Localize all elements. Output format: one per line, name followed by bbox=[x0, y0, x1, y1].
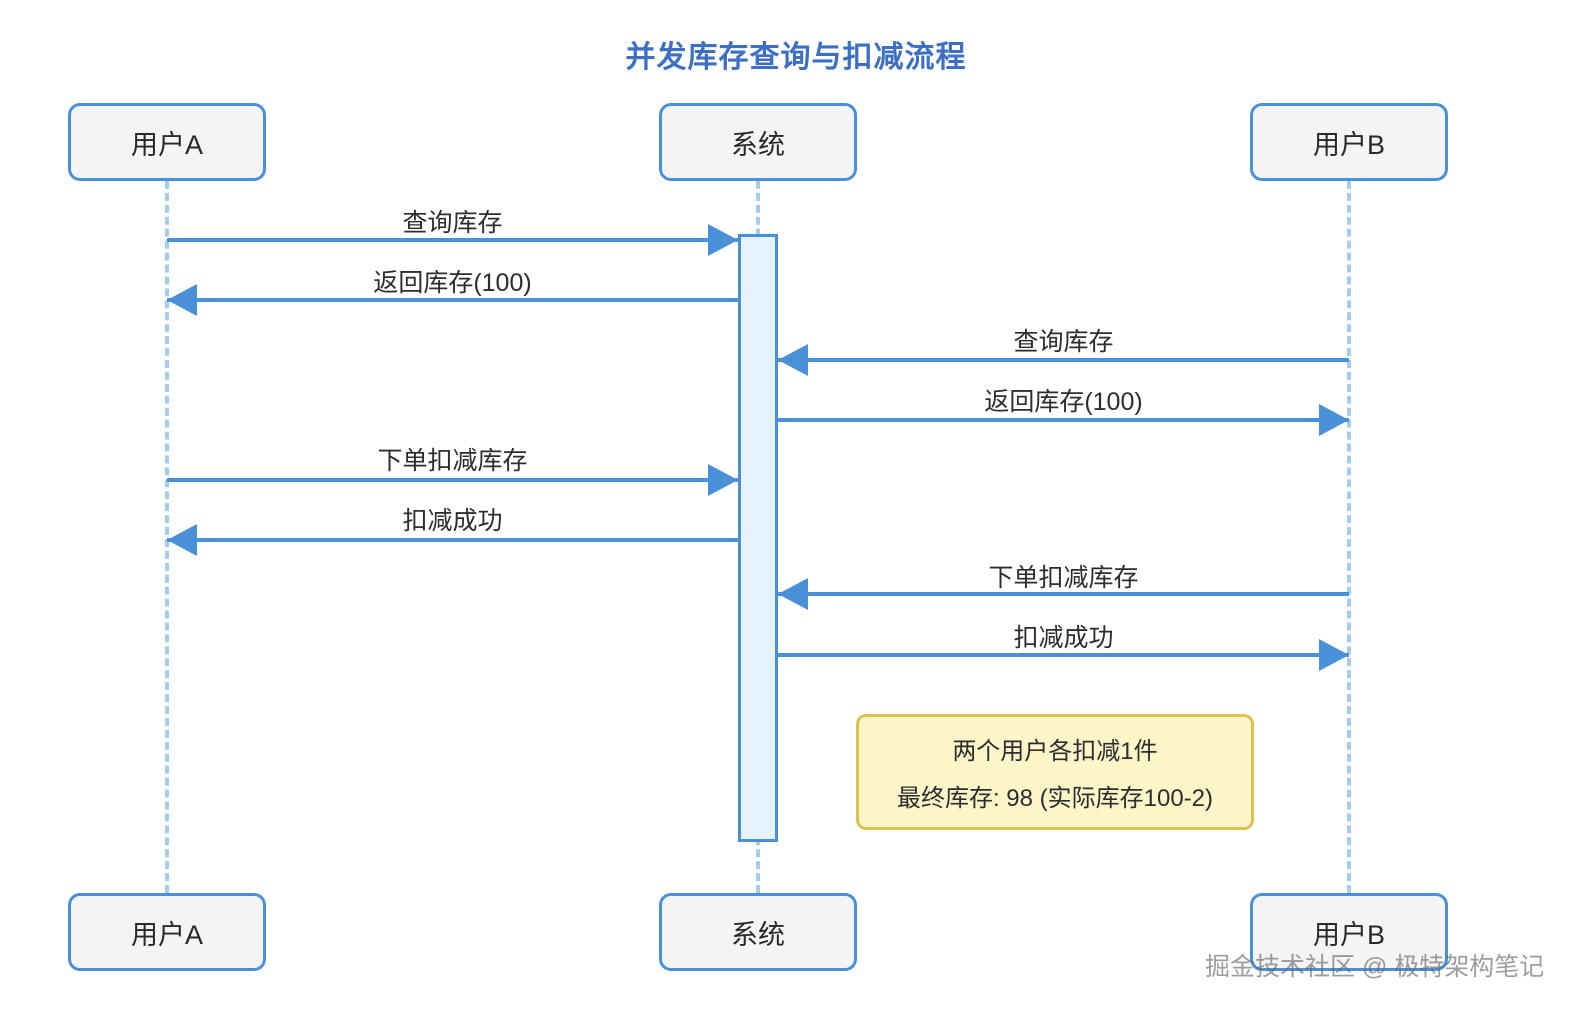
message-label-2: 返回库存(100) bbox=[373, 269, 532, 297]
participant-label: 用户A bbox=[130, 129, 203, 160]
message-label-3: 查询库存 bbox=[1013, 328, 1114, 356]
message-line-8 bbox=[778, 653, 1349, 657]
message-label-5: 下单扣减库存 bbox=[377, 447, 528, 475]
arrow-head-left-6 bbox=[167, 524, 197, 556]
message-line-2 bbox=[167, 298, 738, 302]
message-line-3 bbox=[778, 358, 1349, 362]
participant-userA-top[interactable]: 用户A bbox=[68, 103, 266, 181]
arrow-head-right-1 bbox=[708, 224, 738, 256]
message-line-7 bbox=[778, 592, 1349, 596]
arrow-head-left-3 bbox=[778, 344, 808, 376]
participant-label: 用户A bbox=[130, 919, 203, 950]
participant-system-bottom[interactable]: 系统 bbox=[659, 893, 857, 971]
participant-userA-bottom[interactable]: 用户A bbox=[68, 893, 266, 971]
message-line-1 bbox=[167, 238, 738, 242]
message-label-4: 返回库存(100) bbox=[984, 388, 1143, 416]
arrow-head-right-4 bbox=[1319, 404, 1349, 436]
note-line-1: 两个用户各扣减1件 bbox=[952, 738, 1158, 765]
participant-system-top[interactable]: 系统 bbox=[659, 103, 857, 181]
participant-label: 用户B bbox=[1312, 919, 1385, 950]
participant-userB-top[interactable]: 用户B bbox=[1250, 103, 1448, 181]
message-line-4 bbox=[778, 418, 1349, 422]
message-label-6: 扣减成功 bbox=[402, 507, 503, 535]
lifeline-userB bbox=[1347, 181, 1351, 893]
participant-label: 系统 bbox=[731, 919, 785, 950]
activation-bar-system bbox=[738, 234, 778, 842]
arrow-head-left-2 bbox=[167, 284, 197, 316]
note-line-2: 最终库存: 98 (实际库存100-2) bbox=[896, 785, 1214, 812]
participant-label: 系统 bbox=[731, 129, 785, 160]
page-title: 并发库存查询与扣减流程 bbox=[625, 41, 967, 74]
arrow-head-right-8 bbox=[1319, 639, 1349, 671]
participant-userB-bottom[interactable]: 用户B bbox=[1250, 893, 1448, 971]
message-line-5 bbox=[167, 478, 738, 482]
participant-label: 用户B bbox=[1312, 129, 1385, 160]
note-box: 两个用户各扣减1件最终库存: 98 (实际库存100-2) bbox=[856, 714, 1254, 830]
message-label-1: 查询库存 bbox=[402, 209, 503, 237]
arrow-head-left-7 bbox=[778, 578, 808, 610]
message-label-7: 下单扣减库存 bbox=[988, 564, 1139, 592]
message-line-6 bbox=[167, 538, 738, 542]
watermark: 掘金技术社区 @ 极特架构笔记 bbox=[1205, 953, 1545, 981]
arrow-head-right-5 bbox=[708, 464, 738, 496]
message-label-8: 扣减成功 bbox=[1013, 624, 1114, 652]
